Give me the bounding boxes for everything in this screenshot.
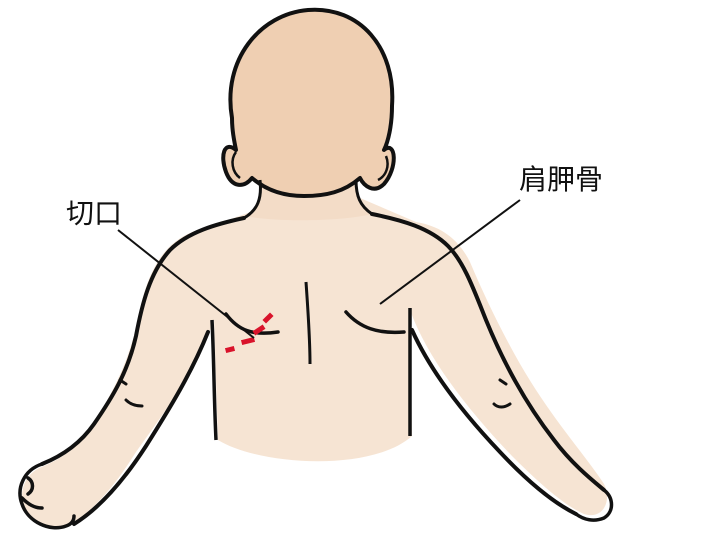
incision-mark: [228, 349, 232, 350]
body-fill: [22, 198, 607, 528]
head: [223, 10, 394, 196]
incision-label: 切口: [66, 200, 122, 228]
incision-mark: [266, 316, 270, 320]
incision-mark: [256, 328, 262, 332]
incision-mark: [244, 340, 252, 342]
scapula-label: 肩胛骨: [519, 166, 603, 194]
